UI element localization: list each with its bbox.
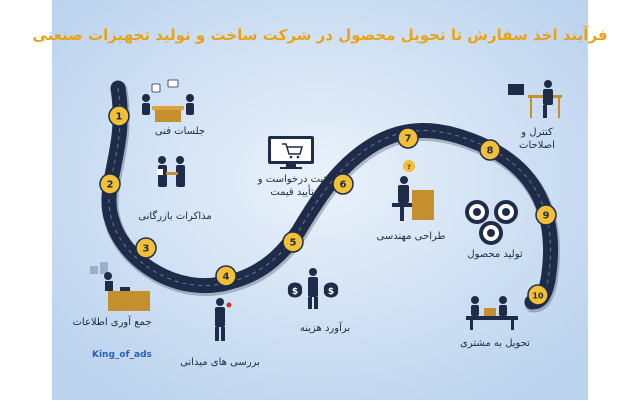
step-label-1: جلسات فنی: [154, 126, 206, 137]
step-label-7: طراحی مهندسی: [376, 231, 446, 242]
step-label-10: تحویل به مشتری: [460, 338, 530, 349]
step-number-6: 6: [340, 180, 347, 191]
page-title: فرآیند اخذ سفارش تا تحویل محصول در شرکت …: [32, 26, 608, 44]
step-marker-10: [527, 284, 549, 306]
step-label-6-line-1: ثبت درخواست و: [257, 174, 327, 185]
step-number-2: 2: [107, 180, 114, 191]
svg-text:?: ?: [407, 164, 411, 171]
step-marker-8: [479, 139, 501, 161]
delivery-icon: [466, 296, 518, 330]
data-collection-icon: [90, 262, 150, 311]
step-marker-6: [332, 173, 354, 195]
watermark: King_of_ads: [92, 350, 152, 360]
step-label-6: ثبت درخواست و تأیید قیمت: [242, 173, 342, 199]
step-label-4: بررسی های میدانی: [180, 357, 260, 368]
road-centerline: [108, 87, 552, 303]
step-number-4: 4: [223, 272, 230, 283]
step-number-9: 9: [543, 211, 550, 222]
meeting-icon: [142, 79, 194, 122]
step-label-6-line-2: تأیید قیمت: [270, 187, 314, 198]
step-marker-9: [535, 204, 557, 226]
step-number-10: 10: [532, 292, 544, 301]
step-marker-7: [397, 127, 419, 149]
step-label-8-line-2: اصلاحات: [519, 140, 555, 151]
step-label-9: تولید محصول: [467, 249, 523, 260]
step-markers: 1 2 3 4 5 6 7 8 9 10: [99, 105, 557, 306]
step-number-5: 5: [290, 238, 297, 249]
svg-text:$: $: [292, 287, 298, 297]
step-number-7: 7: [405, 134, 412, 145]
step-label-8: کنترل و اصلاحات: [502, 126, 572, 152]
engineering-design-icon: ?: [392, 160, 434, 221]
step-number-8: 8: [487, 146, 494, 157]
step-number-3: 3: [143, 244, 150, 255]
field-survey-icon: [215, 298, 232, 341]
step-marker-1: [108, 105, 130, 127]
step-label-5: برآورد هزینه: [299, 323, 351, 334]
step-marker-4: [215, 265, 237, 287]
control-icon: [508, 80, 562, 118]
step-label-8-line-1: کنترل و: [521, 127, 553, 138]
order-cart-icon: [268, 136, 314, 169]
cost-estimate-icon: $ $: [287, 268, 339, 309]
production-gears-icon: [465, 200, 518, 245]
negotiation-icon: [157, 156, 185, 187]
step-number-1: 1: [116, 112, 123, 123]
svg-text:$: $: [328, 287, 334, 297]
step-marker-3: [135, 237, 157, 259]
step-label-2: مذاکرات بازرگانی: [138, 211, 212, 222]
step-label-3: جمع آوری اطلاعات: [72, 317, 152, 328]
step-marker-2: [99, 173, 121, 195]
step-marker-5: [282, 231, 304, 253]
